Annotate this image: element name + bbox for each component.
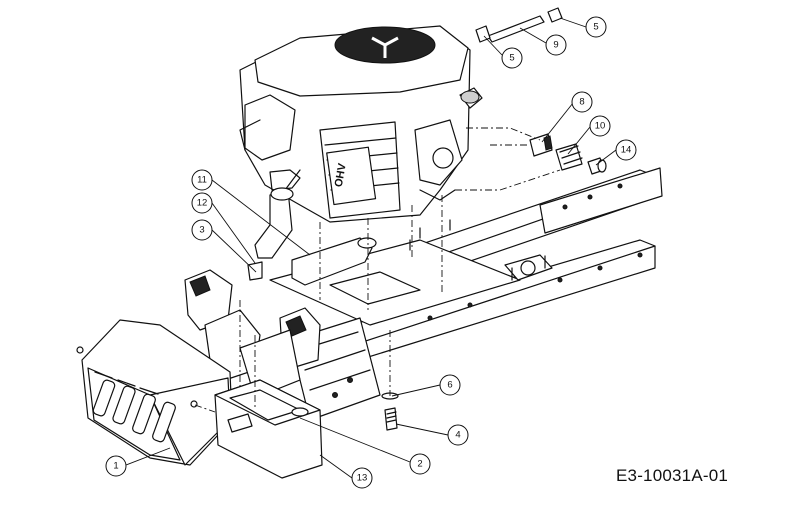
leader-lines: [125, 17, 617, 479]
callout-11: 11: [191, 169, 213, 191]
callout-5-top-left: 5: [501, 47, 523, 69]
callout-8: 8: [571, 91, 593, 113]
svg-text:8: 8: [579, 97, 584, 108]
callout-9: 9: [545, 34, 567, 56]
svg-text:14: 14: [621, 145, 632, 156]
fuel-fittings: [529, 133, 607, 175]
svg-text:2: 2: [417, 459, 422, 470]
muffler-13: [214, 379, 323, 479]
svg-text:12: 12: [197, 198, 208, 209]
svg-text:10: 10: [595, 121, 606, 132]
callout-10: 10: [589, 115, 611, 137]
callout-5-top-right: 5: [585, 16, 607, 38]
bolts: [190, 392, 399, 431]
callout-2: 2: [409, 453, 431, 475]
callout-14: 14: [615, 139, 637, 161]
exhaust-pipes: [247, 187, 377, 286]
assembly-lines: [194, 127, 561, 413]
svg-text:11: 11: [197, 175, 207, 186]
svg-text:1: 1: [113, 461, 118, 472]
svg-text:5: 5: [593, 22, 598, 33]
engine-assembly: OHV: [239, 25, 483, 223]
svg-text:5: 5: [509, 53, 514, 64]
svg-text:9: 9: [553, 40, 558, 51]
chassis-frame: [269, 167, 663, 421]
callout-1: 1: [105, 455, 127, 477]
callout-4: 4: [447, 424, 469, 446]
callout-13: 13: [351, 467, 373, 489]
engine-ohv-marking: OHV: [333, 162, 349, 188]
svg-text:13: 13: [357, 473, 368, 484]
svg-text:3: 3: [199, 225, 204, 236]
callout-6: 6: [439, 374, 461, 396]
axle-pin-parts: [475, 7, 563, 43]
callout-3: 3: [191, 219, 213, 241]
svg-text:6: 6: [447, 380, 452, 391]
svg-text:4: 4: [455, 430, 460, 441]
drawing-code: E3-10031A-01: [616, 466, 729, 485]
callout-12: 12: [191, 192, 213, 214]
